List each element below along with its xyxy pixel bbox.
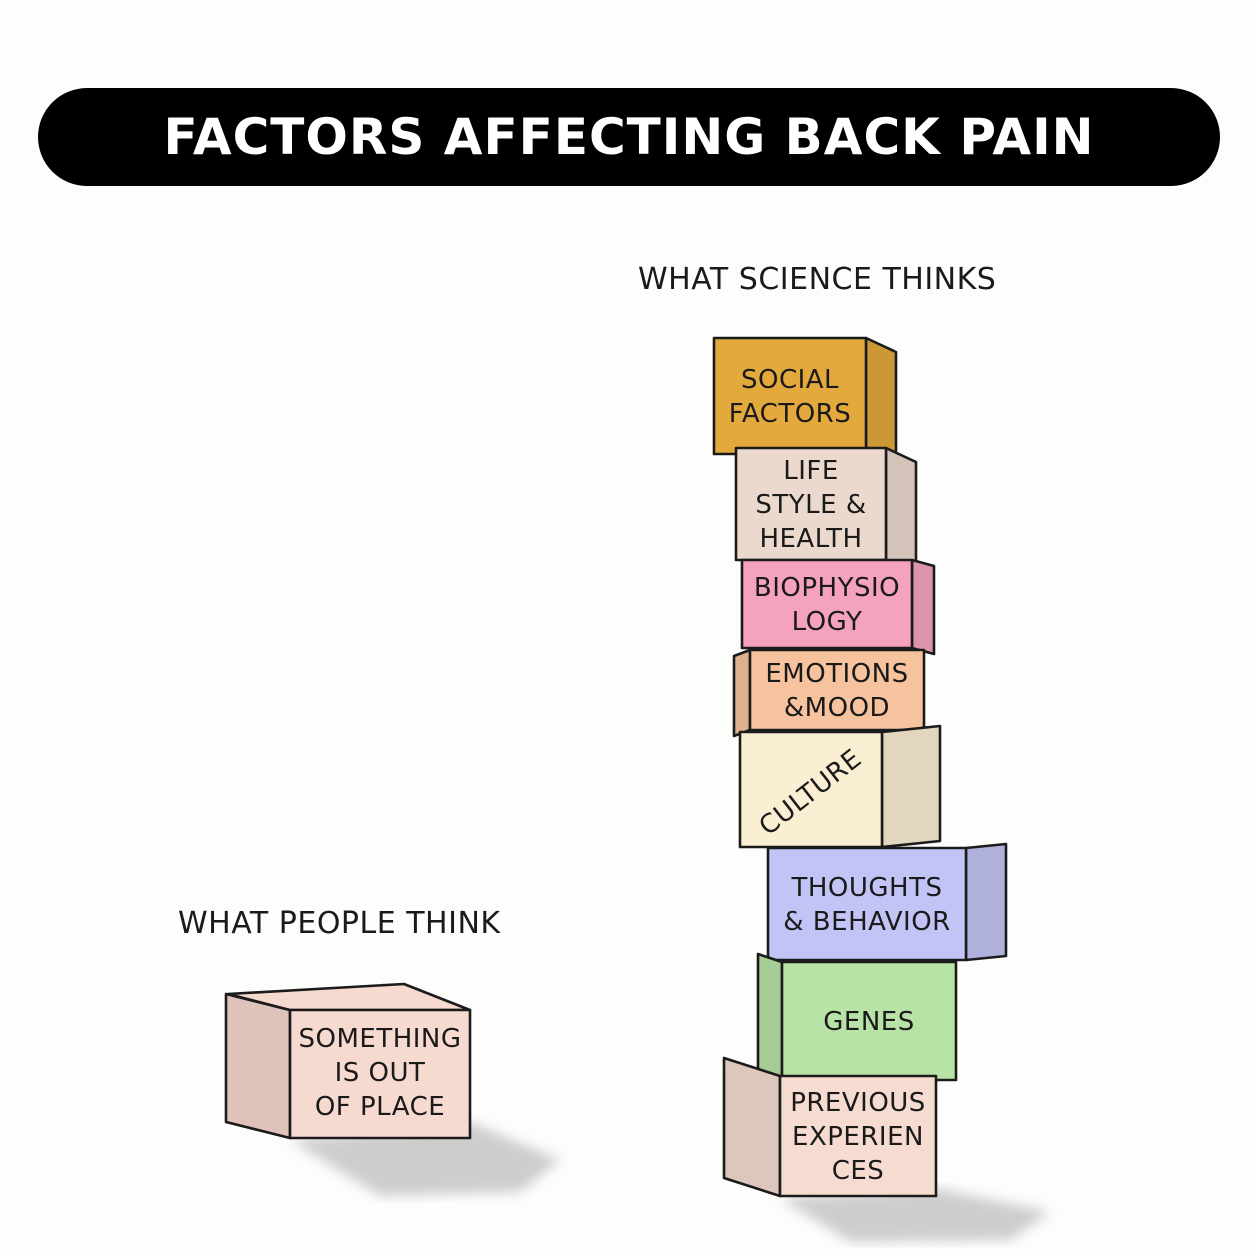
science-box-emotions-mood-side (732, 648, 752, 738)
science-box-genes: GENES (756, 952, 958, 1082)
science-box-emotions-mood: EMOTIONS&MOOD (732, 648, 926, 738)
science-box-social-factors-front (712, 336, 868, 456)
people-box-side (224, 992, 292, 1140)
science-box-genes-label: GENES (823, 1007, 914, 1037)
science-box-previous-experiences-front (778, 1074, 938, 1198)
science-caption: WHAT SCIENCE THINKS (638, 262, 997, 297)
science-box-thoughts-behavior-side (964, 842, 1008, 962)
science-box-culture: CULTURE (738, 724, 942, 849)
science-box-biophysiology-side (910, 558, 936, 656)
page-title: FACTORS AFFECTING BACK PAIN (163, 108, 1095, 166)
people-box-shadow (290, 1122, 560, 1196)
science-box-lifestyle-health-side (884, 446, 918, 576)
science-box-genes-front (780, 960, 958, 1082)
science-box-culture-side (880, 724, 942, 849)
science-box-thoughts-behavior-label: THOUGHTS& BEHAVIOR (783, 873, 950, 937)
science-box-emotions-mood-label: EMOTIONS&MOOD (765, 659, 908, 723)
science-box-biophysiology-front (740, 558, 914, 650)
science-box-genes-side (756, 952, 784, 1082)
title-banner: FACTORS AFFECTING BACK PAIN (38, 88, 1220, 186)
people-box-front (288, 1008, 472, 1140)
people-caption: WHAT PEOPLE THINK (178, 906, 501, 941)
science-stack-shadow (780, 1188, 1050, 1242)
science-box-previous-experiences-side (722, 1056, 782, 1198)
science-box-thoughts-behavior: THOUGHTS& BEHAVIOR (766, 842, 1008, 962)
science-box-thoughts-behavior-front (766, 846, 968, 962)
